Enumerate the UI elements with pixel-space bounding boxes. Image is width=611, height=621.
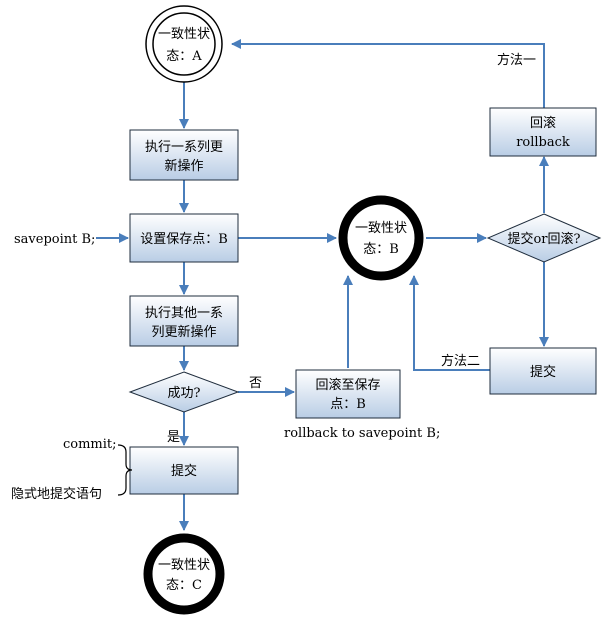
set-savepoint-label: 设置保存点：B — [140, 232, 228, 247]
brace-icon — [117, 444, 133, 496]
edge-commit-right-to-state-b — [409, 275, 490, 371]
rollback-to-savepoint-box: 回滚至保存 点：B — [295, 369, 401, 419]
implicit-commit-label: 隐式地提交语句 — [11, 486, 102, 502]
rollback-stmt-label: rollback to savepoint B; — [284, 426, 440, 441]
state-a-line2: 态：A — [166, 49, 202, 64]
yes-label: 是 — [167, 430, 180, 445]
method-one-label: 方法一 — [497, 52, 536, 68]
rollback-savepoint-line1: 回滚至保存 — [315, 377, 380, 393]
state-a-node: 一致性状 态：A — [145, 5, 223, 83]
rollback-box: 回滚 rollback — [489, 107, 597, 157]
edge-rollback-box-to-state-a — [231, 39, 545, 108]
success-decision: 成功? — [128, 371, 240, 413]
commit-or-rollback-label: 提交or回滚? — [507, 231, 580, 247]
commit-box-label: 提交 — [171, 463, 197, 479]
rollback-box-line2: rollback — [516, 135, 570, 150]
state-c-line1: 一致性状 — [158, 558, 210, 573]
success-decision-label: 成功? — [168, 386, 201, 401]
state-a-line1: 一致性状 — [158, 27, 210, 42]
edges — [96, 39, 549, 531]
state-c-node: 一致性状 态：C — [143, 533, 225, 615]
rollback-box-line1: 回滚 — [530, 115, 556, 131]
state-c-line2: 态：C — [166, 578, 202, 593]
method-two-label: 方法二 — [441, 353, 480, 369]
state-b-line1: 一致性状 — [355, 221, 407, 236]
savepoint-stmt-label: savepoint B; — [14, 232, 95, 247]
exec-updates-line1: 执行一系列更 — [145, 140, 223, 155]
commit-or-rollback-decision: 提交or回滚? — [486, 213, 602, 263]
commit-stmt-label: commit; — [63, 437, 117, 452]
rollback-savepoint-line2: 点：B — [330, 397, 366, 412]
state-b-line2: 态：B — [363, 242, 399, 257]
commit-box-right-label: 提交 — [530, 364, 556, 380]
exec-other-updates-box: 执行其他一系 列更新操作 — [129, 295, 239, 347]
set-savepoint-box: 设置保存点：B — [129, 213, 239, 263]
exec-other-line1: 执行其他一系 — [145, 306, 223, 321]
commit-box: 提交 — [129, 446, 239, 495]
exec-other-line2: 列更新操作 — [151, 324, 216, 340]
commit-box-right: 提交 — [489, 347, 597, 395]
no-label: 否 — [249, 376, 262, 391]
exec-updates-box: 执行一系列更 新操作 — [129, 129, 239, 181]
state-b-node: 一致性状 态：B — [338, 195, 424, 281]
exec-updates-line2: 新操作 — [164, 158, 203, 174]
